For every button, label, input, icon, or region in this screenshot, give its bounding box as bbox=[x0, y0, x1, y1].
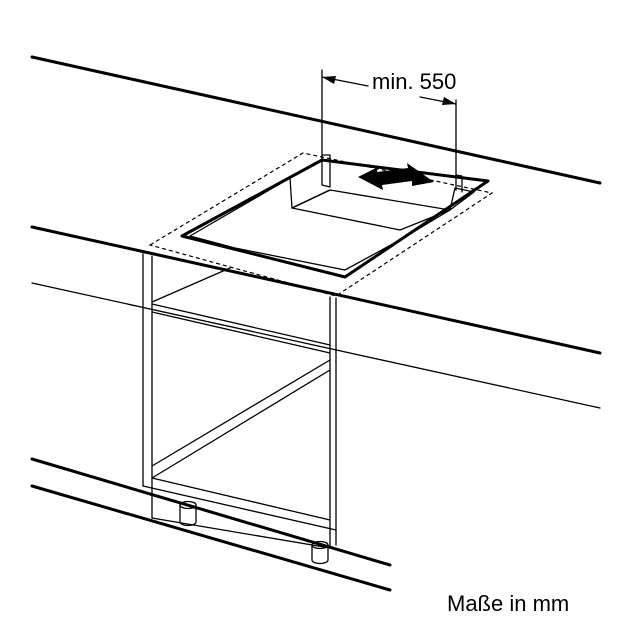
countertop-lower-edge bbox=[31, 282, 601, 409]
cabinet-foot-left-top bbox=[179, 500, 197, 510]
dimension-arrowhead-right bbox=[442, 97, 456, 105]
countertop-front-edge-left bbox=[30, 225, 147, 254]
countertop-back-edge bbox=[30, 55, 602, 185]
dimension-arrowhead-left bbox=[322, 76, 336, 84]
cabinet-inner-back-right bbox=[151, 369, 331, 479]
cabinet-base-left bbox=[151, 517, 331, 549]
units-note: Maße in mm bbox=[447, 591, 569, 616]
cutout-inner-side bbox=[399, 209, 451, 231]
dimension-label: min. 550 bbox=[372, 69, 456, 94]
cabinet-bottom-edge bbox=[142, 485, 337, 531]
dimension-post-right bbox=[455, 174, 463, 193]
dimension-post-left bbox=[321, 154, 331, 188]
cutout-inner-floor-edge bbox=[291, 207, 401, 231]
cabinet-foot-right-top bbox=[311, 540, 329, 550]
cabinet-shelf-front bbox=[151, 311, 331, 354]
cabinet-shelf-depth bbox=[151, 267, 231, 303]
floor-line-lower bbox=[30, 484, 392, 592]
countertop-front-edge-right bbox=[143, 250, 602, 355]
cutout-inner-floor-line bbox=[291, 189, 331, 209]
worktop-cutout bbox=[180, 158, 490, 279]
cabinet-foot-left bbox=[179, 504, 197, 527]
cabinet-foot-right bbox=[311, 544, 329, 565]
cabinet-inner-back-left bbox=[151, 359, 331, 467]
hob-outline-dashed bbox=[148, 152, 494, 297]
cutout-inner-wall bbox=[189, 177, 475, 271]
cabinet-bottom-front bbox=[151, 477, 331, 521]
cabinet-shelf-back bbox=[151, 303, 331, 346]
double-arrow-icon bbox=[358, 163, 434, 190]
